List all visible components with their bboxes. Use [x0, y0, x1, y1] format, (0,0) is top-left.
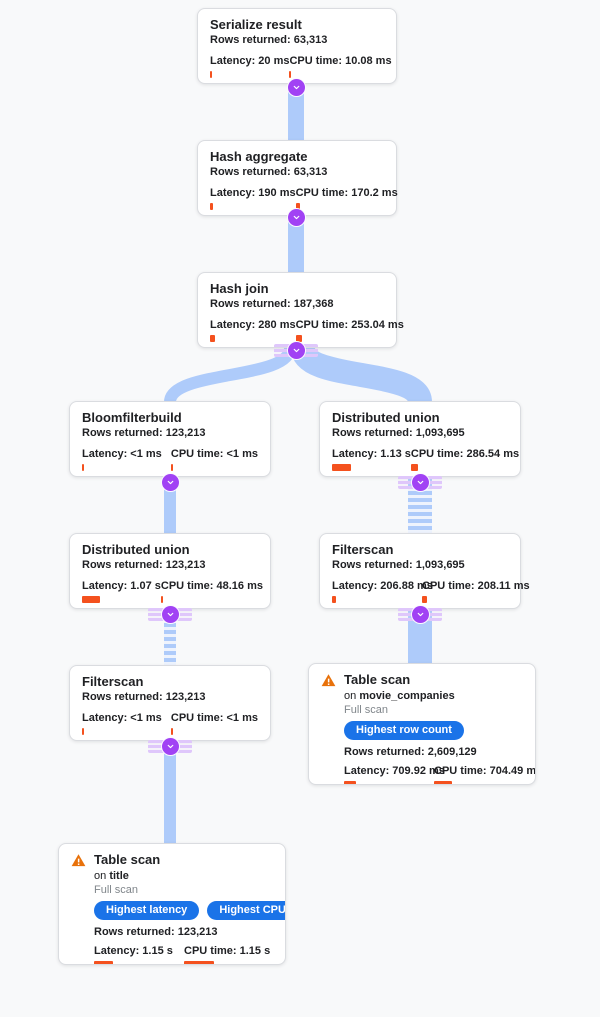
collapse-toggle-filterscan-right[interactable]: [411, 605, 430, 624]
cpu-time-bar: [170, 728, 173, 735]
latency-bar: [332, 596, 336, 603]
cpu-time-label: CPU time: 48.16 ms: [160, 580, 263, 592]
plan-node-hash-join[interactable]: Hash join Rows returned: 187,368 Latency…: [197, 272, 404, 348]
rows-returned: Rows returned: 1,093,695: [332, 559, 465, 571]
warning-icon: [71, 853, 86, 868]
badge-highest-cpu-time: Highest CPU time: [207, 901, 285, 920]
scan-type: Full scan: [94, 884, 139, 896]
rows-returned: Rows returned: 1,093,695: [332, 427, 465, 439]
plan-node-table-scan-movie-companies[interactable]: Table scan on movie_companies Full scan …: [308, 663, 536, 785]
node-title: Hash join: [210, 281, 269, 296]
latency-label: Latency: 190 ms: [210, 187, 296, 199]
plan-node-table-scan-title[interactable]: Table scan on title Full scan Highest la…: [58, 843, 286, 965]
cpu-time-label: CPU time: <1 ms: [170, 712, 258, 724]
node-title: Distributed union: [82, 542, 190, 557]
cpu-time-label: CPU time: 170.2 ms: [295, 187, 398, 199]
plan-node-distributed-union-left[interactable]: Distributed union Rows returned: 123,213…: [69, 533, 271, 609]
latency-label: Latency: 1.07 s: [82, 580, 161, 592]
node-title: Filterscan: [82, 674, 144, 689]
node-title: Hash aggregate: [210, 149, 308, 164]
plan-node-serialize-result[interactable]: Serialize result Rows returned: 63,313 L…: [197, 8, 397, 84]
latency-bar: [344, 781, 356, 784]
node-title: Table scan: [94, 852, 161, 867]
cpu-time-label: CPU time: 208.11 ms: [422, 580, 530, 592]
cpu-time-bar: [170, 464, 173, 471]
rows-returned: Rows returned: 123,213: [82, 691, 206, 703]
collapse-toggle-hash-aggregate[interactable]: [287, 208, 306, 227]
plan-node-filterscan-left[interactable]: Filterscan Rows returned: 123,213 Latenc…: [69, 665, 271, 741]
plan-node-bloomfilterbuild[interactable]: Bloomfilterbuild Rows returned: 123,213 …: [69, 401, 271, 477]
latency-label: Latency: 280 ms: [210, 319, 296, 331]
plan-node-filterscan-right[interactable]: Filterscan Rows returned: 1,093,695 Late…: [319, 533, 530, 609]
node-title: Distributed union: [332, 410, 440, 425]
plan-node-hash-aggregate[interactable]: Hash aggregate Rows returned: 63,313 Lat…: [197, 140, 398, 216]
cpu-time-bar: [295, 203, 300, 210]
collapse-toggle-filterscan-left[interactable]: [161, 737, 180, 756]
rows-returned: Rows returned: 2,609,129: [344, 746, 477, 758]
cpu-time-bar: [410, 464, 418, 471]
cpu-time-bar: [422, 596, 427, 603]
cpu-time-label: CPU time: 1.15 s: [184, 945, 271, 957]
cpu-time-bar: [160, 596, 163, 603]
latency-bar: [82, 728, 84, 735]
latency-bar: [82, 596, 100, 603]
cpu-time-bar: [434, 781, 452, 784]
scan-type: Full scan: [344, 704, 389, 716]
latency-bar: [210, 71, 212, 78]
latency-label: Latency: 20 ms: [210, 55, 290, 67]
latency-label: Latency: 206.88 ms: [332, 580, 433, 592]
collapse-toggle-distributed-union-left[interactable]: [161, 605, 180, 624]
edge-hash-aggregate-to-hash-join: [288, 216, 304, 272]
cpu-time-bar: [184, 961, 214, 964]
latency-bar: [94, 961, 113, 964]
cpu-time-label: CPU time: 704.49 ms: [434, 765, 536, 777]
collapse-toggle-distributed-union-right[interactable]: [411, 473, 430, 492]
node-title: Serialize result: [210, 17, 302, 32]
collapse-toggle-bloomfilterbuild[interactable]: [161, 473, 180, 492]
plan-node-distributed-union-right[interactable]: Distributed union Rows returned: 1,093,6…: [319, 401, 521, 477]
rows-returned: Rows returned: 63,313: [210, 34, 328, 46]
latency-label: Latency: 709.92 ms: [344, 765, 445, 777]
scan-target-table: movie_companies: [359, 690, 455, 702]
edge-hash-join-to-distributed-union: [291, 345, 432, 405]
node-title: Table scan: [344, 672, 411, 687]
node-title: Bloomfilterbuild: [82, 410, 182, 425]
rows-returned: Rows returned: 123,213: [82, 559, 206, 571]
latency-label: Latency: 1.15 s: [94, 945, 173, 957]
warning-icon: [321, 673, 336, 688]
edge-filterscan-to-table-scan-left: [164, 741, 176, 843]
cpu-time-label: CPU time: 253.04 ms: [295, 319, 404, 331]
scan-target-prefix: on: [94, 870, 107, 882]
rows-returned: Rows returned: 123,213: [94, 926, 218, 938]
cpu-time-bar: [289, 71, 292, 78]
rows-returned: Rows returned: 63,313: [210, 166, 328, 178]
latency-label: Latency: <1 ms: [82, 448, 162, 460]
collapse-toggle-hash-join[interactable]: [287, 341, 306, 360]
scan-target-table: title: [109, 870, 129, 882]
cpu-time-label: CPU time: 10.08 ms: [289, 55, 392, 67]
cpu-time-bar: [295, 335, 302, 342]
collapse-toggle-serialize-result[interactable]: [287, 78, 306, 97]
latency-bar: [82, 464, 84, 471]
badge-highest-row-count: Highest row count: [344, 721, 464, 740]
latency-bar: [210, 335, 215, 342]
node-title: Filterscan: [332, 542, 394, 557]
rows-returned: Rows returned: 187,368: [210, 298, 334, 310]
scan-target: on movie_companies: [344, 689, 523, 703]
badge-highest-latency: Highest latency: [94, 901, 200, 920]
scan-target: on title: [94, 869, 273, 883]
rows-returned: Rows returned: 123,213: [82, 427, 206, 439]
latency-bar: [332, 464, 351, 471]
latency-bar: [210, 203, 213, 210]
cpu-time-label: CPU time: <1 ms: [170, 448, 258, 460]
scan-target-prefix: on: [344, 690, 357, 702]
latency-label: Latency: <1 ms: [82, 712, 162, 724]
latency-label: Latency: 1.13 s: [332, 448, 411, 460]
edge-serialize-to-hash-aggregate: [288, 84, 304, 140]
cpu-time-label: CPU time: 286.54 ms: [410, 448, 520, 460]
edge-hash-join-to-bloomfilterbuild: [164, 346, 296, 404]
